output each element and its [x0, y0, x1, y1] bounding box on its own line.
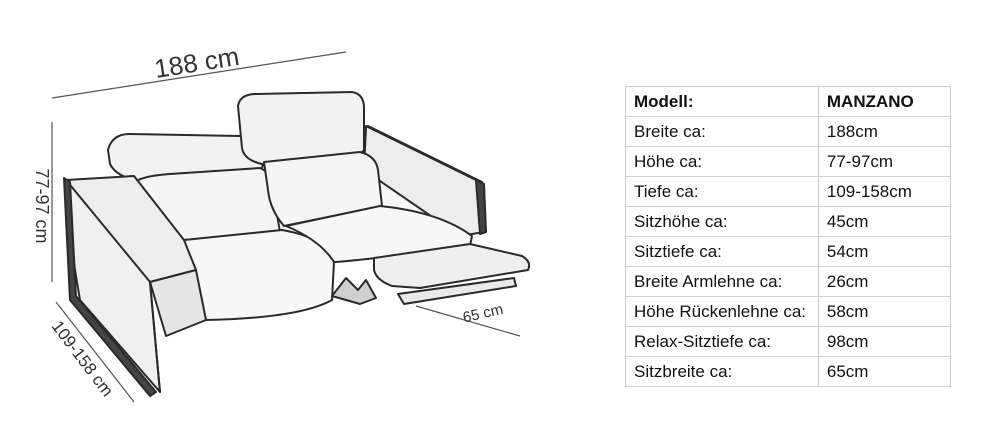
dimension-lines — [51, 51, 521, 403]
row-label: Sitzbreite ca: — [625, 356, 819, 387]
height-dimension-label: 77-97 cm — [32, 168, 52, 243]
row-label: Höhe Rückenlehne ca: — [625, 296, 819, 327]
table-row: Tiefe ca: 109-158cm — [625, 176, 952, 207]
row-label: Relax-Sitztiefe ca: — [625, 326, 819, 357]
right-seat-cushion — [285, 205, 473, 263]
left-frame-bar — [63, 177, 157, 397]
row-label: Tiefe ca: — [625, 176, 819, 207]
table-header-row: Modell: MANZANO — [625, 86, 952, 117]
right-frame-bar — [475, 179, 487, 235]
sofa-sketch — [63, 91, 531, 397]
right-headrest — [237, 91, 365, 165]
table-row: Sitzbreite ca: 65cm — [625, 356, 952, 387]
row-value: 98cm — [817, 326, 952, 357]
spec-table: Modell: MANZANO Breite ca: 188cm Höhe ca… — [625, 86, 952, 387]
table-header-label: Modell: — [625, 86, 819, 117]
footrest-lower-panel — [397, 277, 517, 305]
left-seat-cushion — [183, 229, 335, 321]
row-label: Breite Armlehne ca: — [625, 266, 819, 297]
left-armrest-front — [149, 269, 207, 337]
table-row: Sitztiefe ca: 54cm — [625, 236, 952, 267]
row-label: Sitzhöhe ca: — [625, 206, 819, 237]
row-value: 54cm — [817, 236, 952, 267]
table-row: Relax-Sitztiefe ca: 98cm — [625, 326, 952, 357]
row-value: 26cm — [817, 266, 952, 297]
table-row: Breite Armlehne ca: 26cm — [625, 266, 952, 297]
row-value: 109-158cm — [817, 176, 952, 207]
width-dimension-line — [51, 51, 347, 99]
footrest — [373, 243, 531, 289]
row-value: 77-97cm — [817, 146, 952, 177]
row-value: 188cm — [817, 116, 952, 147]
row-value: 58cm — [817, 296, 952, 327]
front-frame-edge — [149, 281, 161, 393]
row-label: Höhe ca: — [625, 146, 819, 177]
table-row: Sitzhöhe ca: 45cm — [625, 206, 952, 237]
row-label: Sitztiefe ca: — [625, 236, 819, 267]
width-dimension-label: 188 cm — [152, 41, 241, 84]
row-value: 45cm — [817, 206, 952, 237]
footrest-dimension-label: 65 cm — [461, 301, 505, 327]
row-value: 65cm — [817, 356, 952, 387]
recliner-mechanism — [331, 277, 377, 305]
table-row: Höhe Rückenlehne ca: 58cm — [625, 296, 952, 327]
row-label: Breite ca: — [625, 116, 819, 147]
table-header-value: MANZANO — [817, 86, 952, 117]
footrest-dimension-line — [415, 305, 521, 337]
table-row: Breite ca: 188cm — [625, 116, 952, 147]
table-row: Höhe ca: 77-97cm — [625, 146, 952, 177]
depth-dimension-line — [55, 301, 135, 403]
sofa-diagram: 188 cm 77-97 cm 109-158 cm 65 cm — [32, 41, 531, 403]
